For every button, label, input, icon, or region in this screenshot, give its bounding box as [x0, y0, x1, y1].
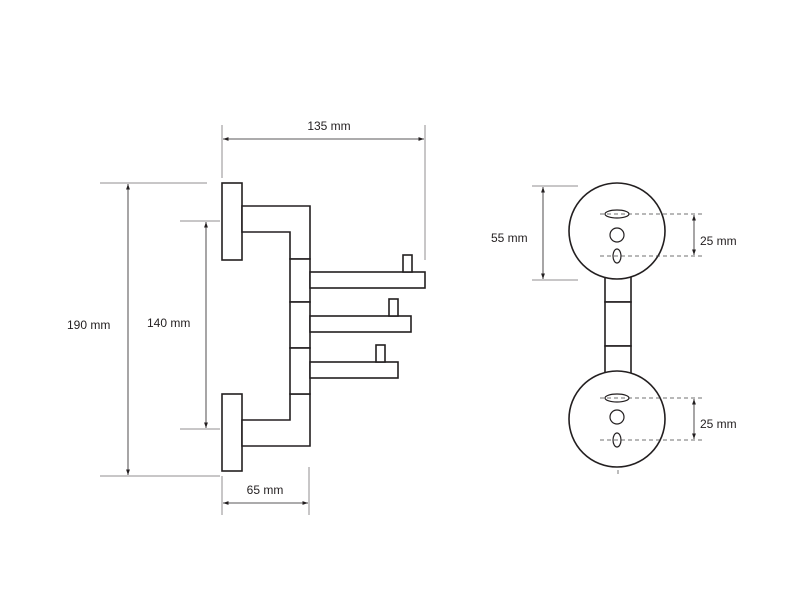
side-view: 135 mm 190 mm 140 mm 65 mm	[67, 119, 426, 515]
width-label: 135 mm	[307, 119, 350, 133]
top-wall-plate	[221, 182, 243, 261]
bottom-spacing-label: 25 mm	[700, 417, 737, 431]
depth-label: 65 mm	[247, 483, 284, 497]
top-support-arm	[241, 205, 311, 260]
pivot-segment	[289, 347, 311, 395]
depth-dimension: 65 mm	[221, 467, 310, 515]
top-rosette	[568, 182, 704, 280]
height-dimension: 190 mm	[67, 182, 220, 477]
bottom-rosette	[568, 370, 704, 468]
center-hole	[609, 227, 625, 243]
rosette-label: 55 mm	[491, 231, 528, 245]
bottom-spacing-dimension: 25 mm	[692, 399, 737, 439]
inner-height-label: 140 mm	[147, 316, 190, 330]
connector-segment	[604, 301, 632, 347]
bottom-support-arm	[241, 393, 311, 447]
top-spacing-label: 25 mm	[700, 234, 737, 248]
front-view: 55 mm 25 mm 25 mm	[491, 182, 737, 475]
swivel-arm-middle	[309, 298, 412, 333]
swivel-arm-bottom	[309, 344, 399, 379]
width-dimension: 135 mm	[221, 119, 426, 260]
pivot-segment	[289, 258, 311, 303]
top-spacing-dimension: 25 mm	[692, 215, 737, 255]
height-label: 190 mm	[67, 318, 110, 332]
pivot-segment	[289, 301, 311, 349]
swivel-arm-top	[309, 254, 426, 289]
rosette-dimension: 55 mm	[491, 185, 578, 281]
inner-height-dimension: 140 mm	[147, 220, 220, 430]
bottom-wall-plate	[221, 393, 243, 472]
center-hole	[609, 409, 625, 425]
